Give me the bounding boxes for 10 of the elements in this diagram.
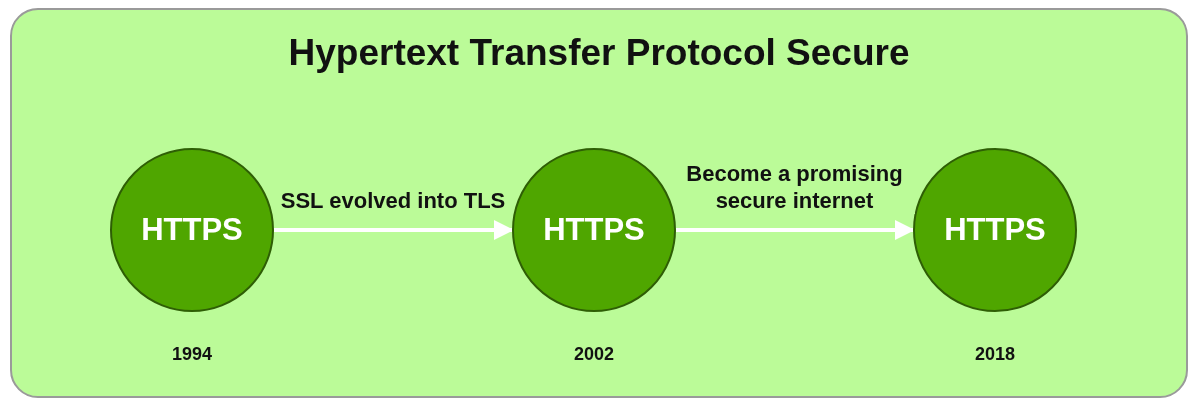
panel-background — [10, 8, 1188, 398]
arrow — [274, 220, 514, 240]
node-label: HTTPS — [542, 213, 646, 247]
year-label: 2018 — [973, 343, 1016, 365]
arrow — [676, 220, 915, 240]
year-label: 1994 — [170, 343, 213, 365]
title: Hypertext Transfer Protocol Secure — [288, 32, 910, 74]
node-label: HTTPS — [140, 213, 244, 247]
node-label: HTTPS — [943, 213, 1047, 247]
year-label: 2002 — [572, 343, 615, 365]
